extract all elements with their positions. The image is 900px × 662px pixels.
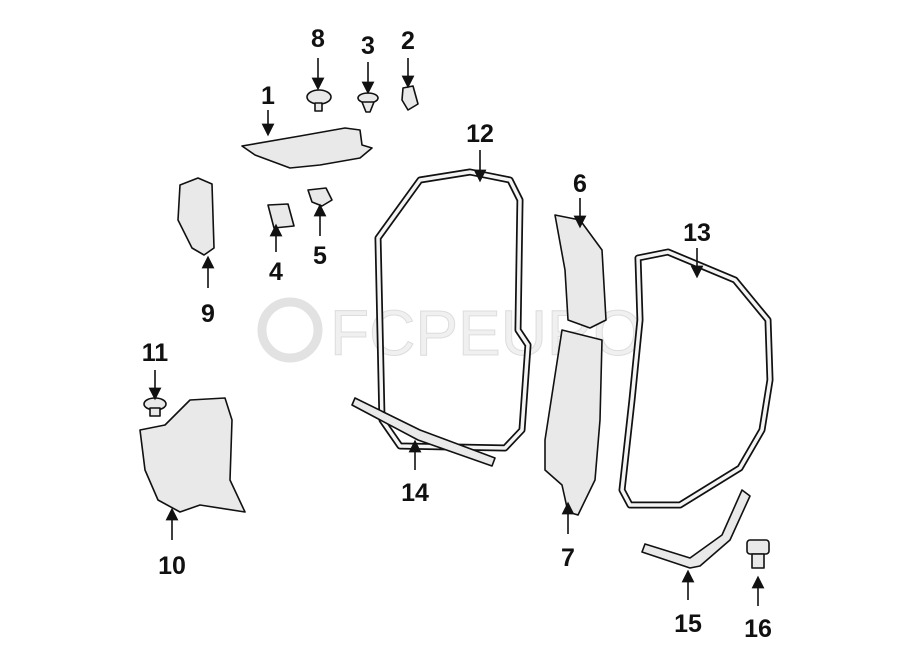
callout-4: 4 <box>269 258 283 286</box>
part-2-clip <box>401 85 419 111</box>
callout-7: 7 <box>561 544 575 572</box>
callout-1: 1 <box>261 82 275 110</box>
part-15-sill-strip <box>641 489 751 569</box>
part-9-trim <box>177 177 215 256</box>
part-16-clip <box>746 539 770 569</box>
part-13-door-seal <box>618 248 774 509</box>
part-10-lower-trim <box>139 397 246 513</box>
part-14-sill-strip <box>351 397 496 467</box>
callout-15: 15 <box>674 610 702 638</box>
part-4-clip <box>267 203 295 229</box>
part-3-clip <box>357 92 379 113</box>
part-11-clip <box>143 397 167 417</box>
part-8-clip <box>306 89 332 112</box>
part-12-door-seal <box>374 168 532 452</box>
callout-11: 11 <box>142 339 169 367</box>
callout-16: 16 <box>744 615 772 643</box>
callout-5: 5 <box>313 242 327 270</box>
callout-3: 3 <box>361 32 375 60</box>
callout-arrows <box>148 58 765 606</box>
callout-9: 9 <box>201 300 215 328</box>
callout-13: 13 <box>683 219 711 247</box>
callout-10: 10 <box>158 552 186 580</box>
part-1-upper-trim <box>241 127 373 169</box>
callout-6: 6 <box>573 170 587 198</box>
callout-2: 2 <box>401 27 415 55</box>
part-5-clip <box>307 187 333 207</box>
callout-14: 14 <box>401 479 429 507</box>
callout-8: 8 <box>311 25 325 53</box>
callout-12: 12 <box>466 120 494 148</box>
